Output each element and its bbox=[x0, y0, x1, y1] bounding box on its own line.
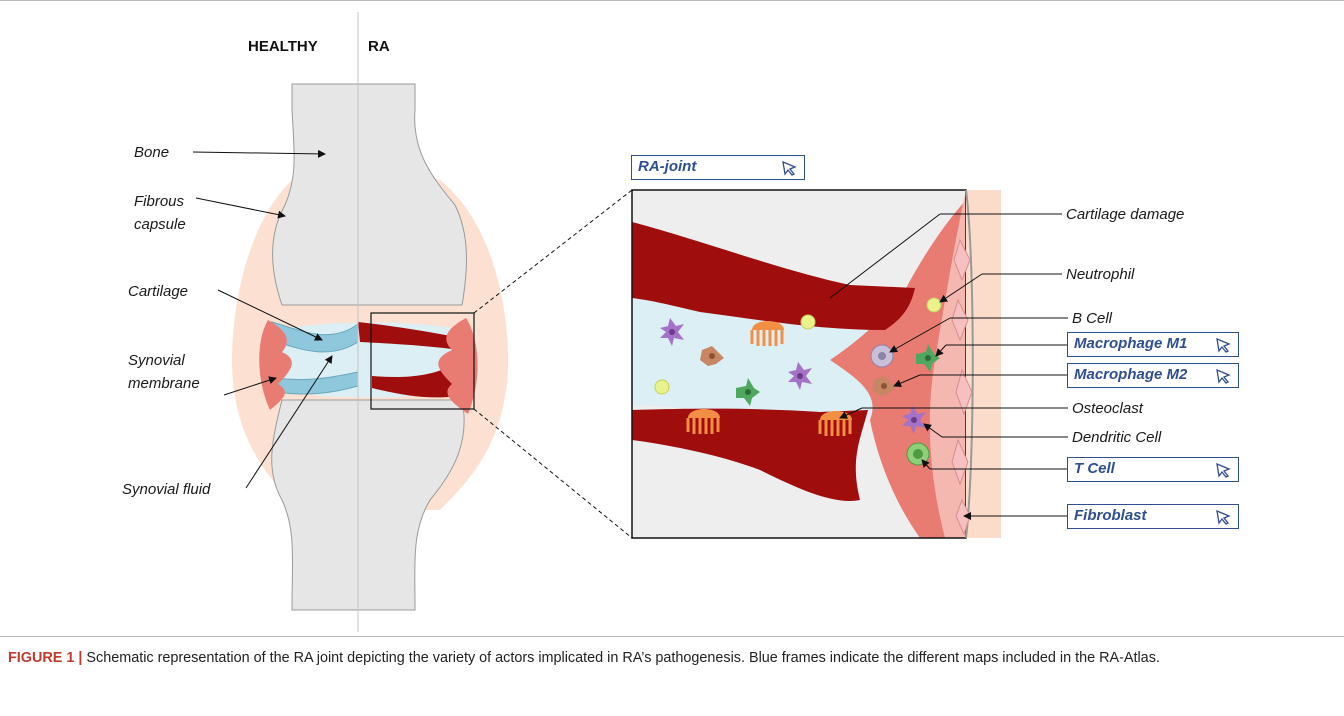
map-t-cell[interactable]: T Cell bbox=[1067, 457, 1239, 482]
map-macrophage-m2-label: Macrophage M2 bbox=[1074, 366, 1187, 383]
cursor-icon bbox=[1214, 461, 1232, 479]
caption-rule bbox=[0, 636, 1344, 637]
figure-caption: FIGURE 1 | Schematic representation of t… bbox=[8, 647, 1328, 669]
fibrous-capsule-label-1: Fibrous bbox=[134, 193, 184, 210]
map-ra-joint-label: RA-joint bbox=[638, 158, 696, 175]
cursor-icon bbox=[1214, 336, 1232, 354]
neutrophil-label: Neutrophil bbox=[1066, 266, 1134, 283]
cell-t bbox=[907, 443, 929, 465]
ra-header: RA bbox=[368, 38, 390, 55]
osteoclast-label: Osteoclast bbox=[1072, 400, 1143, 417]
caption-text: Schematic representation of the RA joint… bbox=[82, 650, 1159, 666]
cursor-icon bbox=[1214, 508, 1232, 526]
cursor-icon bbox=[1214, 367, 1232, 385]
fibrous-capsule-label-2: capsule bbox=[134, 216, 186, 233]
cursor-icon bbox=[780, 159, 798, 177]
cartilage-label: Cartilage bbox=[128, 283, 188, 300]
cell-neutrophil-a bbox=[655, 380, 669, 394]
synovial-membrane-label-2: membrane bbox=[128, 375, 200, 392]
synovial-membrane-label-1: Synovial bbox=[128, 352, 185, 369]
map-t-cell-label: T Cell bbox=[1074, 460, 1115, 477]
cell-neutrophil-c bbox=[927, 298, 941, 312]
b-cell-label: B Cell bbox=[1072, 310, 1112, 327]
figure-label: FIGURE 1 | bbox=[8, 650, 82, 666]
cartilage-damage-label: Cartilage damage bbox=[1066, 206, 1184, 223]
map-fibroblast[interactable]: Fibroblast bbox=[1067, 504, 1239, 529]
map-macrophage-m1[interactable]: Macrophage M1 bbox=[1067, 332, 1239, 357]
map-ra-joint[interactable]: RA-joint bbox=[631, 155, 805, 180]
map-macrophage-m2[interactable]: Macrophage M2 bbox=[1067, 363, 1239, 388]
healthy-header: HEALTHY bbox=[248, 38, 318, 55]
dendritic-cell-label: Dendritic Cell bbox=[1072, 429, 1161, 446]
bone-label: Bone bbox=[134, 144, 169, 161]
bone bbox=[273, 84, 467, 305]
map-fibroblast-label: Fibroblast bbox=[1074, 507, 1147, 524]
cell-b bbox=[871, 345, 893, 367]
cell-neutrophil-b bbox=[801, 315, 815, 329]
synovial-fluid-label: Synovial fluid bbox=[122, 481, 210, 498]
map-macrophage-m1-label: Macrophage M1 bbox=[1074, 335, 1187, 352]
